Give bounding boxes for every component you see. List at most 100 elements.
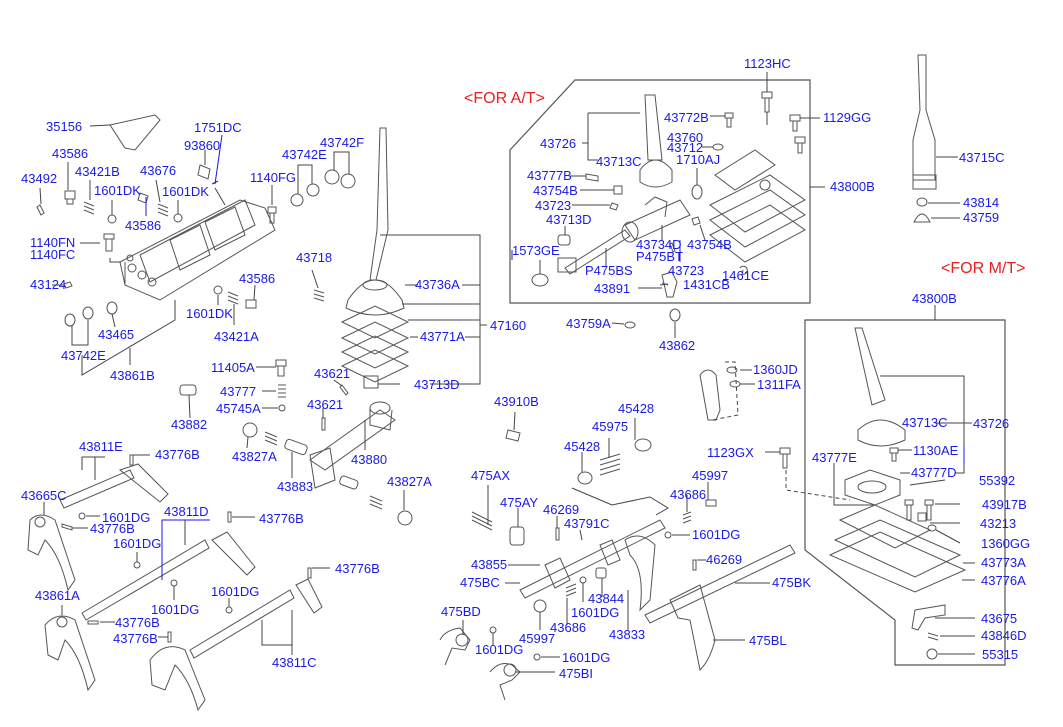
part-label-1140FG[interactable]: 1140FG (250, 170, 297, 185)
part-label-43492[interactable]: 43492 (21, 171, 58, 186)
part-label-1601DG[interactable]: 1601DG (113, 536, 162, 551)
part-label-43811D[interactable]: 43811D (164, 504, 209, 519)
part-label-43776B[interactable]: 43776B (113, 631, 158, 646)
part-label-43814[interactable]: 43814 (963, 195, 1000, 210)
part-label-43712[interactable]: 43712 (667, 140, 704, 155)
part-label-1573GE[interactable]: 1573GE (512, 243, 560, 258)
part-label-43777D[interactable]: 43777D (911, 465, 957, 480)
part-label-43759[interactable]: 43759 (963, 210, 1000, 225)
part-label-45428[interactable]: 45428 (618, 401, 655, 416)
part-label-43777E[interactable]: 43777E (812, 450, 857, 465)
part-label-1601DG[interactable]: 1601DG (102, 510, 151, 525)
part-label-43776A[interactable]: 43776A (981, 573, 1026, 588)
part-label-1311FA[interactable]: 1311FA (757, 377, 801, 392)
part-label-43882[interactable]: 43882 (171, 417, 208, 432)
part-label-43726[interactable]: 43726 (540, 136, 577, 151)
part-label-P475BT[interactable]: P475BT (636, 249, 683, 264)
part-label-43621[interactable]: 43621 (307, 397, 344, 412)
part-label-43777B[interactable]: 43777B (527, 168, 572, 183)
part-label-1601DG[interactable]: 1601DG (562, 650, 611, 665)
part-label-43776B[interactable]: 43776B (115, 615, 160, 630)
part-label-43776B[interactable]: 43776B (335, 561, 380, 576)
part-label-11405A[interactable]: 11405A (211, 360, 255, 375)
part-label-43726[interactable]: 43726 (973, 416, 1010, 431)
part-label-46269[interactable]: 46269 (706, 552, 743, 567)
part-label-43465[interactable]: 43465 (98, 327, 135, 342)
part-label-1360GG[interactable]: 1360GG (981, 536, 1031, 551)
part-label-1601DG[interactable]: 1601DG (571, 605, 620, 620)
part-label-1360JD[interactable]: 1360JD (753, 362, 798, 377)
part-label-43736A[interactable]: 43736A (415, 277, 460, 292)
part-label-1601DK[interactable]: 1601DK (162, 184, 209, 199)
part-label-43800B[interactable]: 43800B (912, 291, 957, 306)
part-label-43713C[interactable]: 43713C (596, 154, 642, 169)
part-label-43776B[interactable]: 43776B (259, 511, 304, 526)
part-label-43718[interactable]: 43718 (296, 250, 333, 265)
part-label-1461CE[interactable]: 1461CE (722, 268, 769, 283)
part-label-43665C[interactable]: 43665C (21, 488, 67, 503)
part-label-43846D[interactable]: 43846D (981, 628, 1027, 643)
part-label-43213[interactable]: 43213 (980, 516, 1017, 531)
part-label-43621[interactable]: 43621 (314, 366, 351, 381)
part-label-1601DG[interactable]: 1601DG (692, 527, 741, 542)
part-label-43844[interactable]: 43844 (588, 591, 625, 606)
part-label-43734D[interactable]: 43734D (636, 237, 682, 252)
part-label-475BL[interactable]: 475BL (749, 633, 787, 648)
part-label-1140FN[interactable]: 1140FN (30, 235, 76, 250)
part-label-35156[interactable]: 35156 (46, 119, 83, 134)
part-label-1123HC[interactable]: 1123HC (744, 56, 791, 71)
part-label-43777[interactable]: 43777 (220, 384, 257, 399)
part-label-43754B[interactable]: 43754B (533, 183, 578, 198)
part-label-P475BS[interactable]: P475BS (585, 263, 633, 278)
part-label-43791C[interactable]: 43791C (564, 516, 610, 531)
part-label-475BI[interactable]: 475BI (559, 666, 593, 681)
part-label-43861B[interactable]: 43861B (110, 368, 155, 383)
part-label-45975[interactable]: 45975 (592, 419, 629, 434)
part-label-475BD[interactable]: 475BD (441, 604, 481, 619)
part-label-43883[interactable]: 43883 (277, 479, 314, 494)
part-label-45997[interactable]: 45997 (692, 468, 729, 483)
part-label-43675[interactable]: 43675 (981, 611, 1018, 626)
part-label-43776B[interactable]: 43776B (90, 521, 135, 536)
part-label-43771A[interactable]: 43771A (420, 329, 465, 344)
part-label-43827A[interactable]: 43827A (387, 474, 432, 489)
part-label-43421B[interactable]: 43421B (75, 164, 120, 179)
part-label-43811C[interactable]: 43811C (272, 655, 317, 670)
part-label-43862[interactable]: 43862 (659, 338, 696, 353)
part-label-43772B[interactable]: 43772B (664, 110, 709, 125)
part-label-43686[interactable]: 43686 (550, 620, 587, 635)
part-label-43760[interactable]: 43760 (667, 130, 704, 145)
part-label-43742E[interactable]: 43742E (61, 348, 106, 363)
part-label-43421A[interactable]: 43421A (214, 329, 259, 344)
part-label-43742F[interactable]: 43742F (320, 135, 365, 150)
part-label-1710AJ[interactable]: 1710AJ (676, 152, 721, 167)
part-label-43686[interactable]: 43686 (670, 487, 707, 502)
part-label-1129GG[interactable]: 1129GG (823, 110, 872, 125)
part-label-43800B[interactable]: 43800B (830, 179, 875, 194)
part-label-1601DK[interactable]: 1601DK (186, 306, 233, 321)
part-label-43827A[interactable]: 43827A (232, 449, 277, 464)
part-label-1601DG[interactable]: 1601DG (211, 584, 260, 599)
part-label-93860[interactable]: 93860 (184, 138, 221, 153)
part-label-55315[interactable]: 55315 (982, 647, 1019, 662)
part-label-43586[interactable]: 43586 (125, 218, 162, 233)
part-label-1130AE[interactable]: 1130AE (913, 443, 959, 458)
part-label-43723[interactable]: 43723 (535, 198, 572, 213)
part-label-475BC[interactable]: 475BC (460, 575, 500, 590)
part-label-45745A[interactable]: 45745A (216, 401, 261, 416)
part-label-45997[interactable]: 45997 (519, 631, 556, 646)
part-label-1123GX[interactable]: 1123GX (707, 445, 754, 460)
part-label-46269[interactable]: 46269 (543, 502, 580, 517)
part-label-475AY[interactable]: 475AY (500, 495, 539, 510)
part-label-1601DK[interactable]: 1601DK (94, 183, 141, 198)
part-label-43776B[interactable]: 43776B (155, 447, 200, 462)
part-label-43855[interactable]: 43855 (471, 557, 508, 572)
part-label-45428[interactable]: 45428 (564, 439, 601, 454)
part-label-43917B[interactable]: 43917B (982, 497, 1027, 512)
part-label-43861A[interactable]: 43861A (35, 588, 80, 603)
part-label-43124[interactable]: 43124 (30, 277, 67, 292)
part-label-43713D[interactable]: 43713D (414, 377, 460, 392)
part-label-475BK[interactable]: 475BK (772, 575, 812, 590)
part-label-43723[interactable]: 43723 (668, 263, 705, 278)
part-label-1601DG[interactable]: 1601DG (151, 602, 200, 617)
